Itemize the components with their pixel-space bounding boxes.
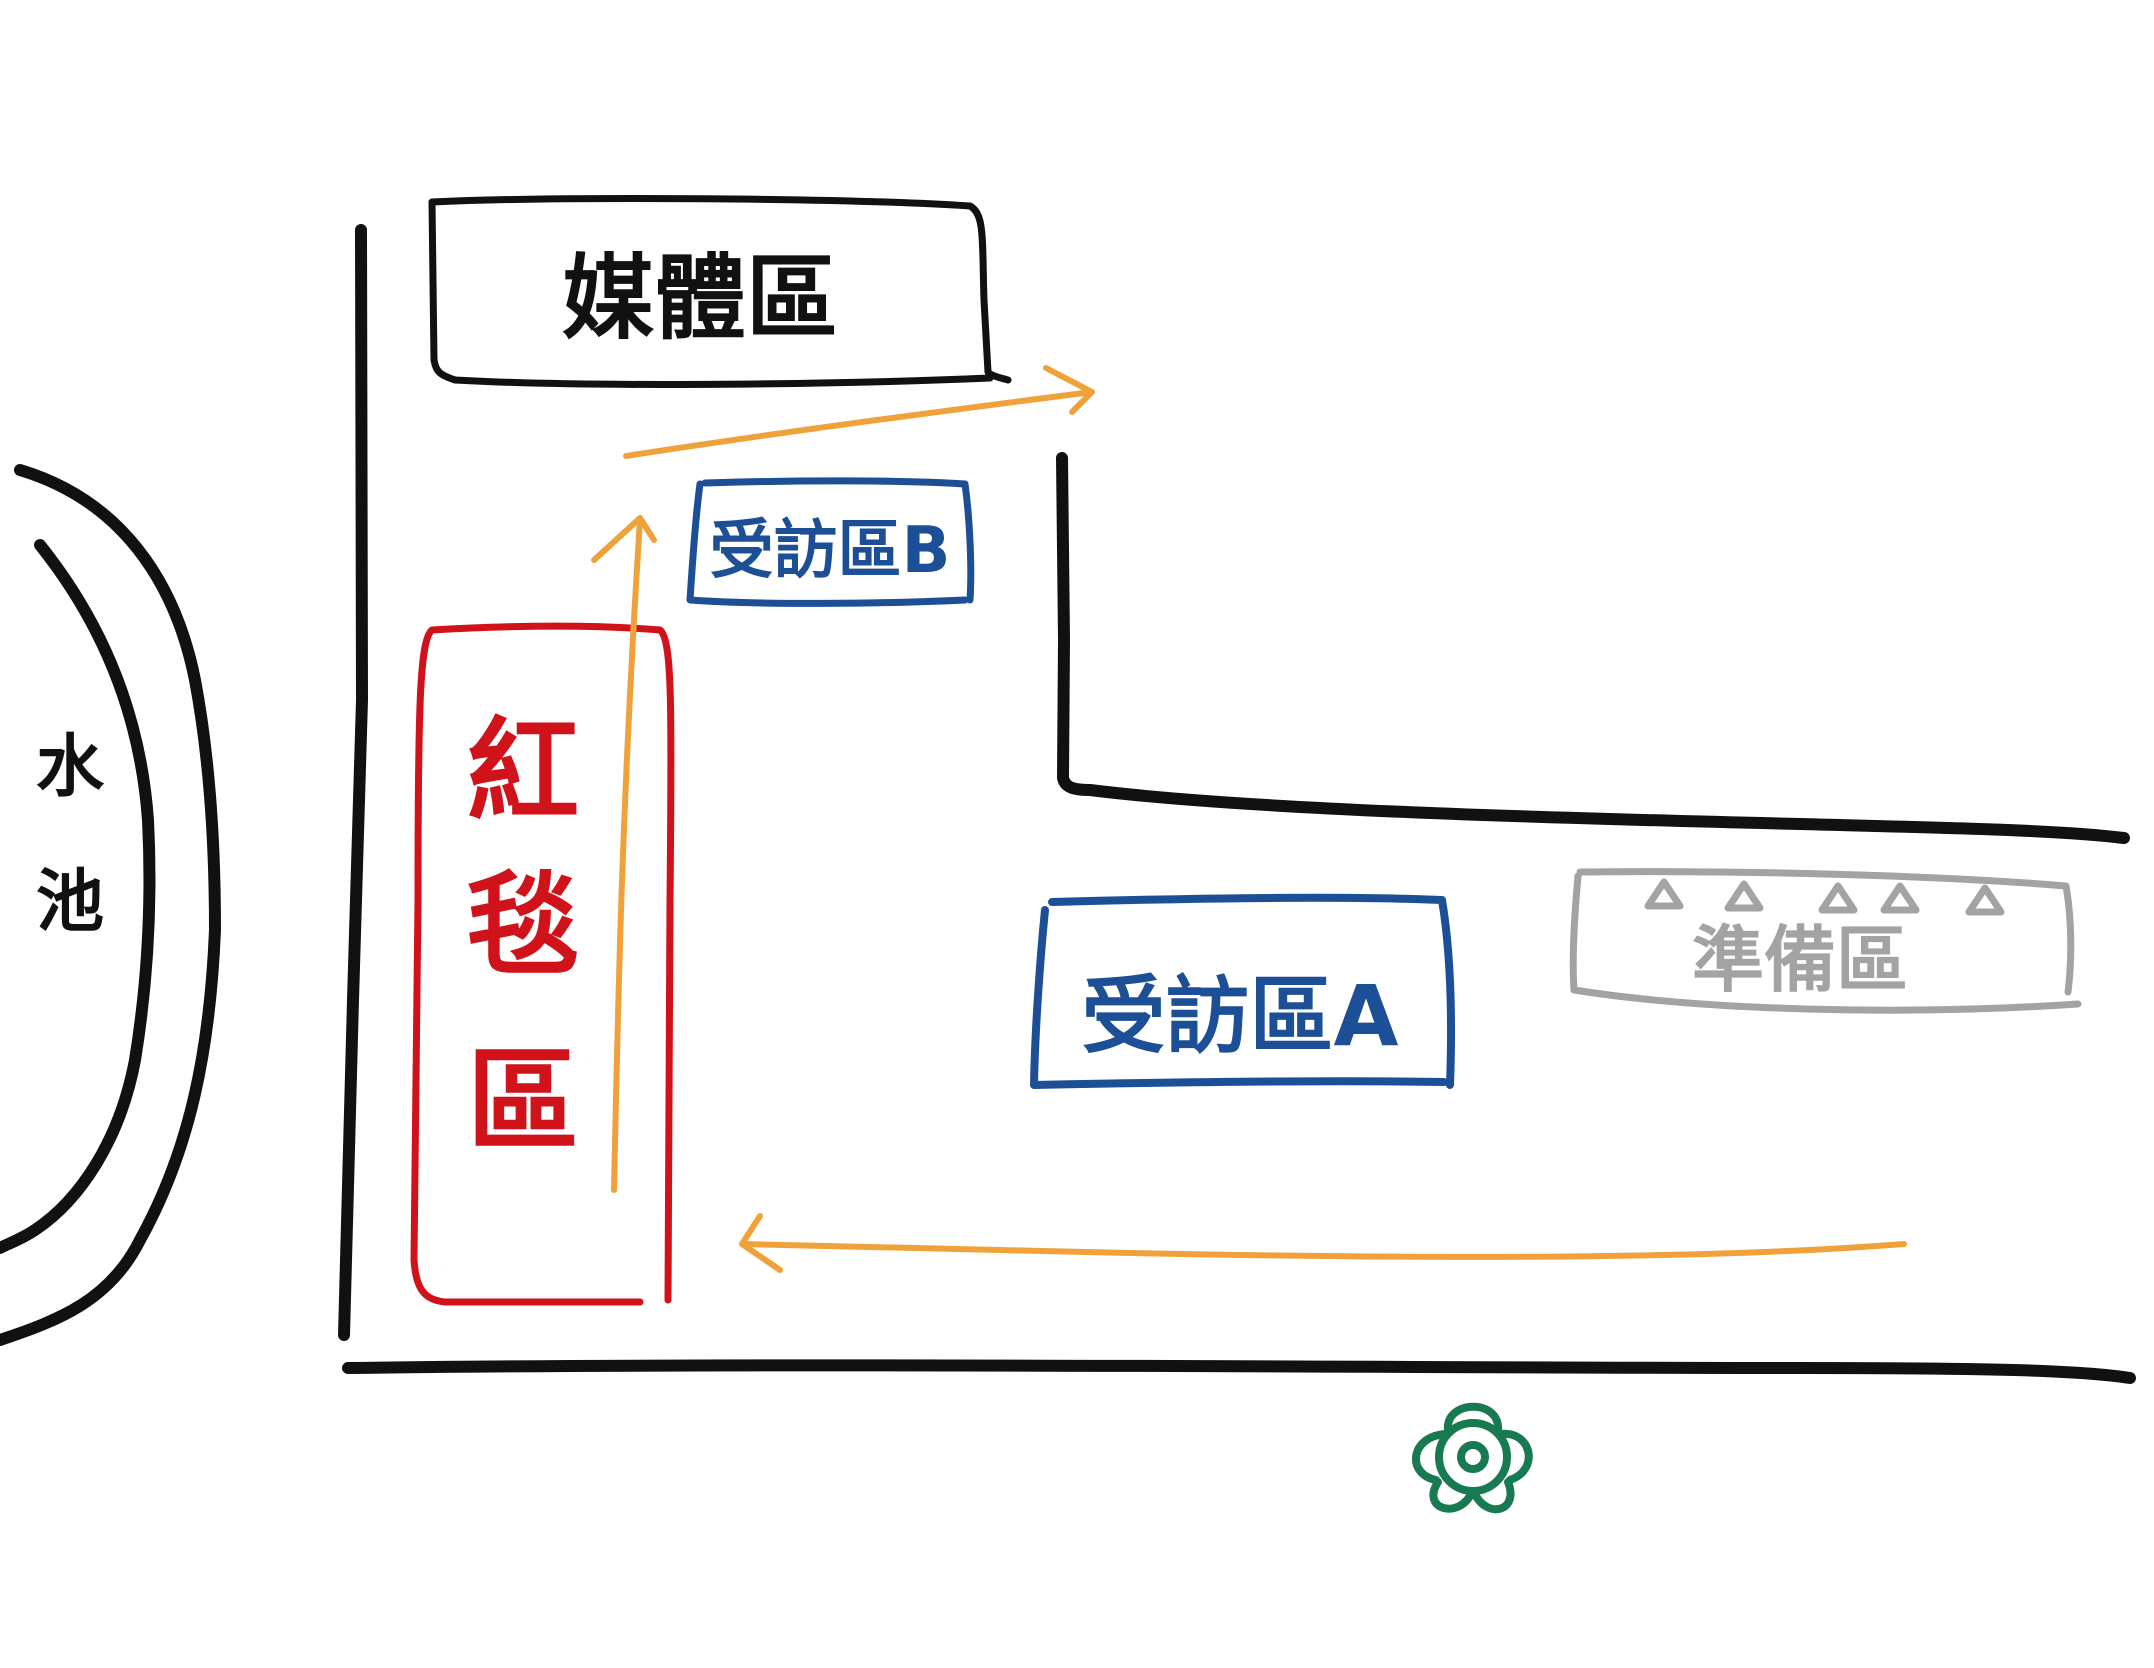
arrow-bottom-leftward-head [739, 1213, 783, 1273]
interview-zone-b: 受訪區B [686, 477, 975, 607]
left-wall [338, 224, 368, 1341]
arrow-to-media-zone [623, 389, 1095, 459]
interview-zone-b-box [686, 477, 975, 607]
pond-label-char-1: 水 [36, 728, 105, 807]
arrow-up-through-red-carpet-head [591, 515, 657, 563]
red-carpet-label-char-1: 紅 [467, 707, 579, 837]
pond-outer-edge [0, 464, 221, 1346]
bottom-wall [342, 1359, 2136, 1384]
inner-corner-wall [1056, 452, 2130, 844]
media-zone: 媒體區 [428, 195, 1012, 388]
arrow-to-media-zone-head [1043, 365, 1095, 415]
spotlight-icon [1724, 880, 1764, 912]
prep-zone-box [1569, 868, 2082, 1014]
media-zone-box [428, 195, 1012, 388]
interview-zone-b-label: 受訪區B [710, 514, 951, 588]
prep-zone-label: 準備區 [1692, 918, 1908, 1002]
red-carpet-label-char-2: 毯 [467, 862, 579, 992]
spotlight-icon [1818, 882, 1858, 914]
spotlight-icon [1644, 878, 1684, 910]
red-carpet-zone-box [410, 622, 675, 1306]
interview-zone-a-label: 受訪區A [1081, 967, 1398, 1065]
flower-icon [1412, 1402, 1533, 1514]
pond-label-char-2: 池 [36, 863, 104, 942]
spotlight-icon [1965, 884, 2005, 916]
interview-zone-a-box [1030, 893, 1456, 1089]
media-zone-label: 媒體區 [562, 245, 838, 352]
pond [0, 464, 221, 1346]
red-carpet-label-char-3: 區 [467, 1037, 579, 1167]
arrow-bottom-leftward [739, 1241, 1907, 1260]
prep-zone: 準備區 [1569, 868, 2082, 1014]
walls [338, 224, 2136, 1384]
flow-arrows [591, 365, 1907, 1273]
spotlight-icon [1880, 882, 1920, 914]
pond-inner-edge [0, 539, 156, 1254]
interview-zone-a: 受訪區A [1030, 893, 1456, 1089]
red-carpet-zone: 紅 毯 區 [410, 622, 675, 1306]
arrow-up-through-red-carpet [611, 517, 643, 1193]
spotlight-row [1644, 878, 2005, 916]
